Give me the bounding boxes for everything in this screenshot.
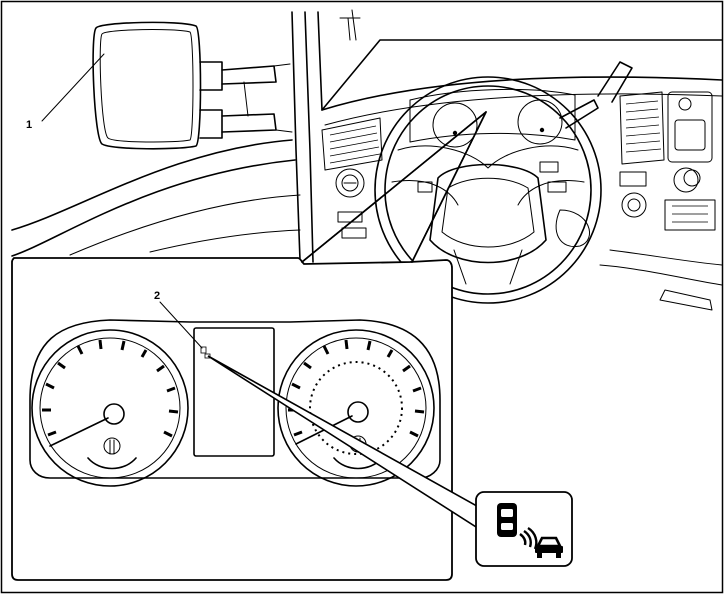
callout-label-1: 1 (26, 119, 32, 131)
blind-spot-warning-icon (476, 492, 572, 566)
callout-label-2: 2 (154, 290, 160, 302)
zoom-frame (12, 258, 452, 580)
